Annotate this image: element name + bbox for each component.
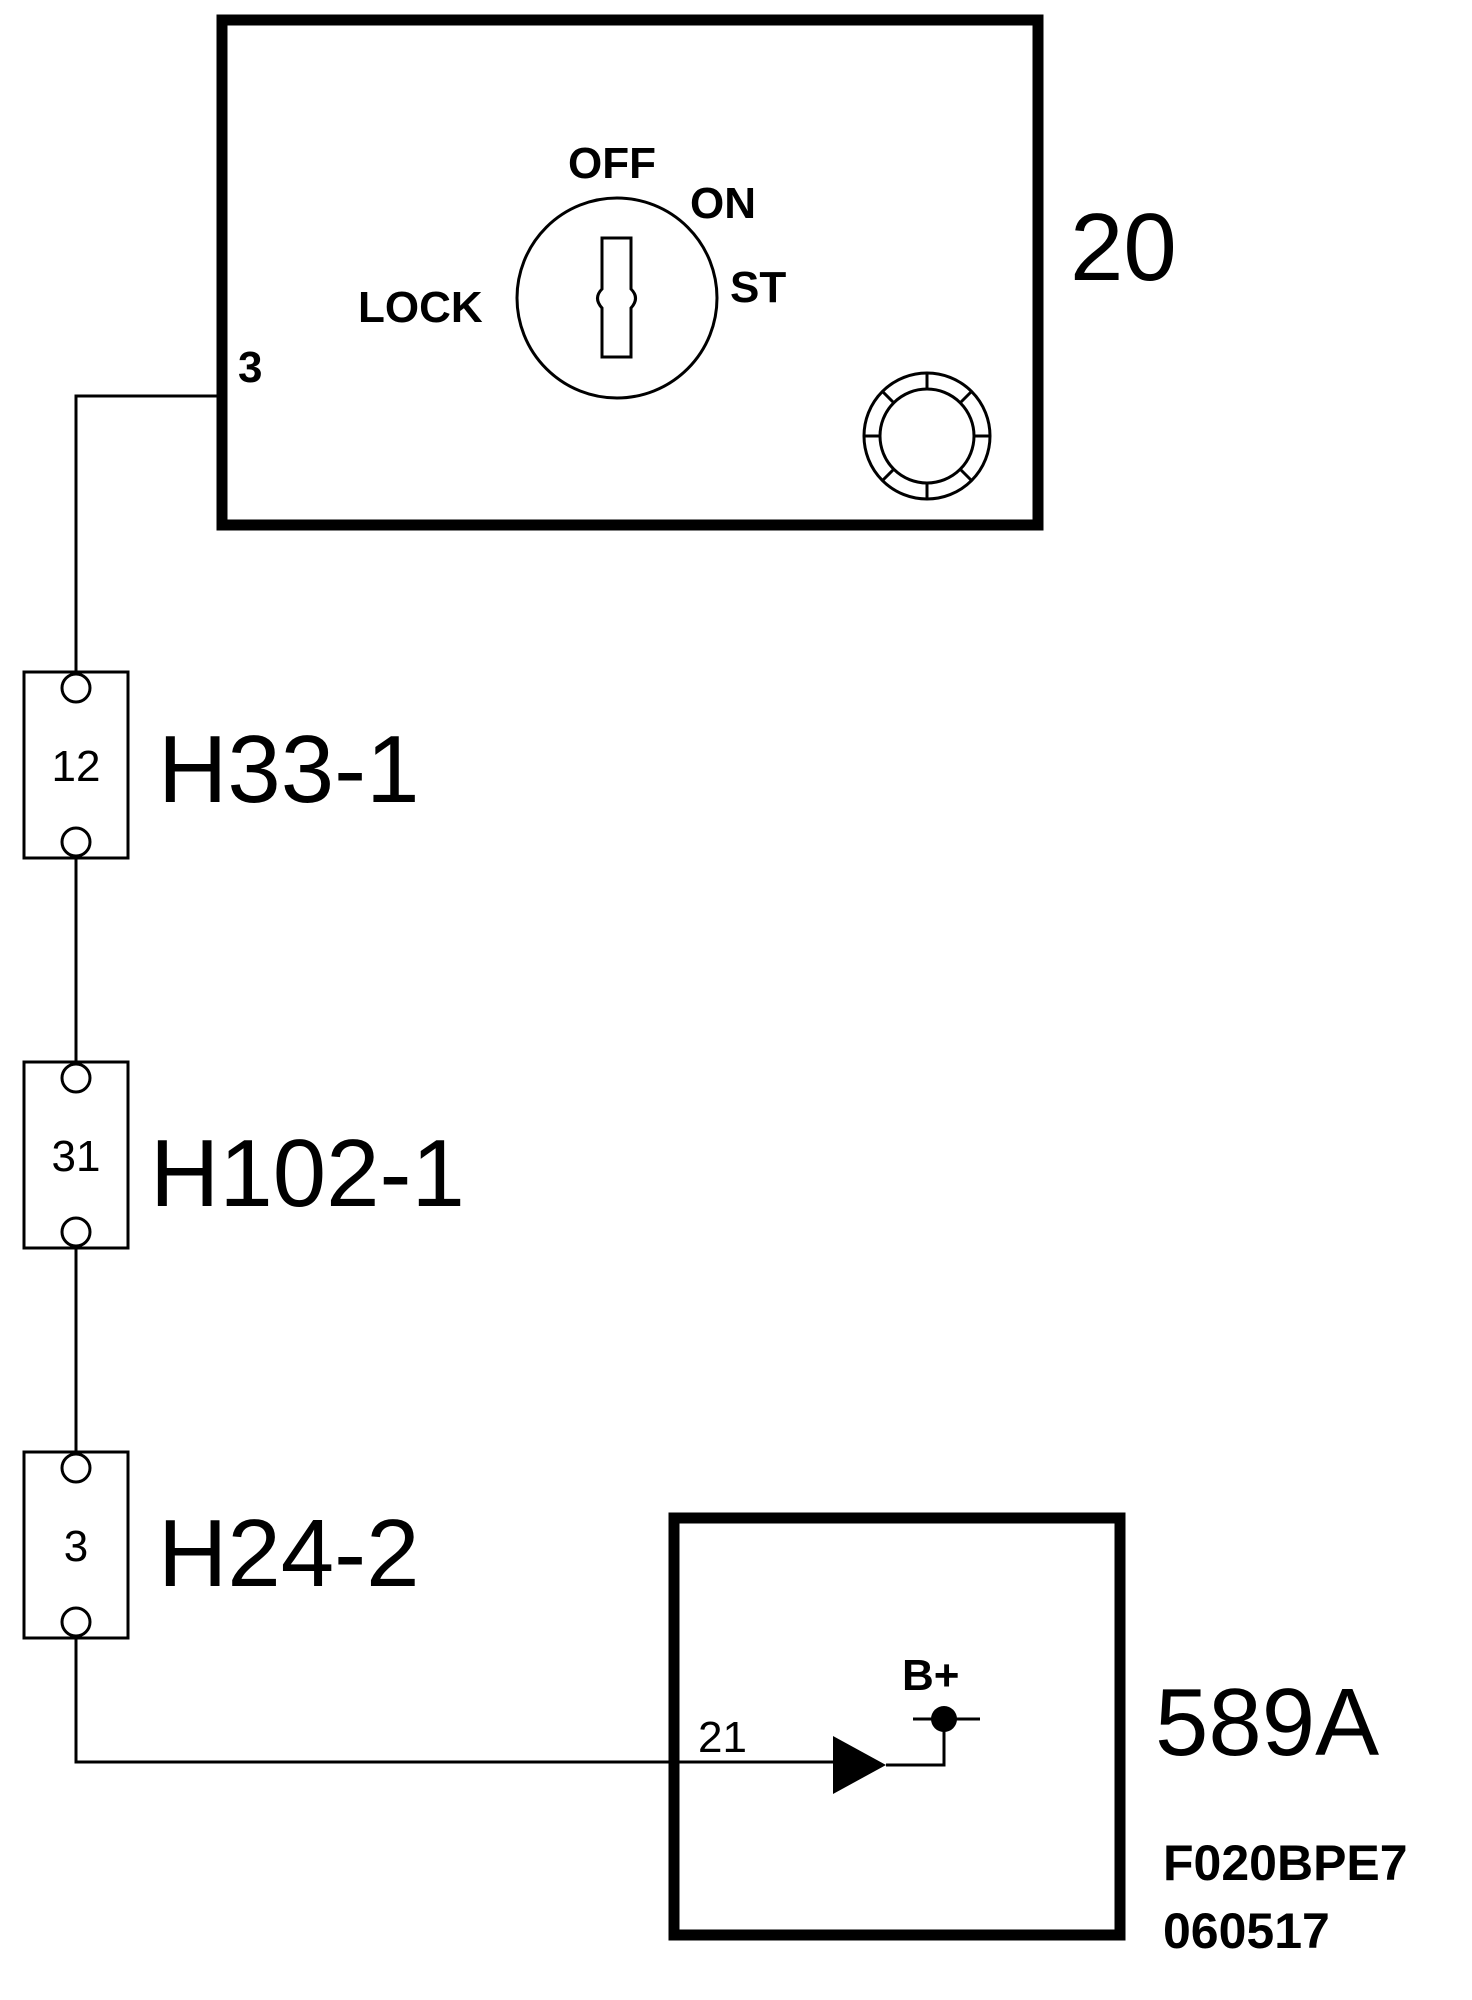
terminal-circle [60, 1452, 92, 1484]
terminal-circle [60, 1062, 92, 1094]
illumination-ring-icon [862, 371, 992, 501]
module-box [668, 1512, 1126, 1941]
position-st-label: ST [730, 263, 786, 312]
input-arrow-icon [833, 1736, 886, 1794]
connector-pin: 3 [64, 1522, 88, 1571]
ignition-switch-pin: 3 [238, 343, 262, 392]
connector-name: H102-1 [150, 1120, 465, 1227]
supply-label: B+ [902, 1651, 959, 1700]
figure-code-line1: F020BPE7 [1163, 1835, 1408, 1891]
module-589a: B+ 21 589A [664, 1512, 1379, 1941]
ignition-switch: OFF ON ST LOCK 3 20 [216, 14, 1177, 531]
terminal-circle [60, 1606, 92, 1638]
module-id: 589A [1155, 1669, 1379, 1776]
position-on-label: ON [690, 179, 756, 228]
terminal-circle [60, 672, 92, 704]
position-lock-label: LOCK [358, 283, 483, 332]
connector-h33-1: 12 H33-1 [22, 670, 419, 860]
figure-code-line2: 060517 [1163, 1903, 1330, 1959]
internal-wire [886, 1719, 946, 1767]
supply-node-icon [931, 1706, 957, 1732]
connector-name: H24-2 [158, 1500, 419, 1607]
ignition-switch-id: 20 [1070, 194, 1177, 301]
terminal-circle [60, 1216, 92, 1248]
connector-pin: 31 [52, 1132, 101, 1181]
key-cylinder-circle [515, 196, 719, 400]
key-slot-icon [596, 236, 637, 359]
module-pin: 21 [698, 1713, 747, 1762]
position-off-label: OFF [568, 139, 656, 188]
connector-h24-2: 3 H24-2 [22, 1450, 419, 1640]
connector-name: H33-1 [158, 716, 419, 823]
terminal-circle [60, 826, 92, 858]
connector-h102-1: 31 H102-1 [22, 1060, 465, 1250]
connector-pin: 12 [52, 742, 101, 791]
